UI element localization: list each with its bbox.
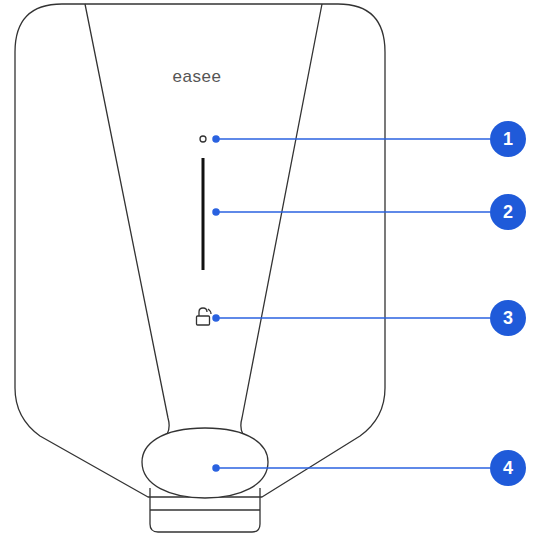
callout-number: 3	[503, 309, 513, 327]
cable-holder	[142, 428, 268, 498]
bottom-tab-edge	[150, 509, 260, 510]
brand-logo: easee	[173, 68, 222, 85]
callout-circles	[490, 121, 526, 486]
callout-leaders	[213, 136, 490, 471]
charger-housing	[15, 4, 385, 497]
status-dot	[200, 136, 206, 142]
callout-number: 1	[503, 130, 513, 148]
callout-number: 2	[503, 203, 513, 221]
light-strip	[202, 158, 205, 270]
callout-number: 4	[503, 459, 513, 477]
bottom-tab	[150, 488, 260, 532]
front-cover-edge	[241, 4, 322, 440]
lock-icon	[197, 308, 212, 325]
front-cover-edge	[85, 4, 169, 440]
